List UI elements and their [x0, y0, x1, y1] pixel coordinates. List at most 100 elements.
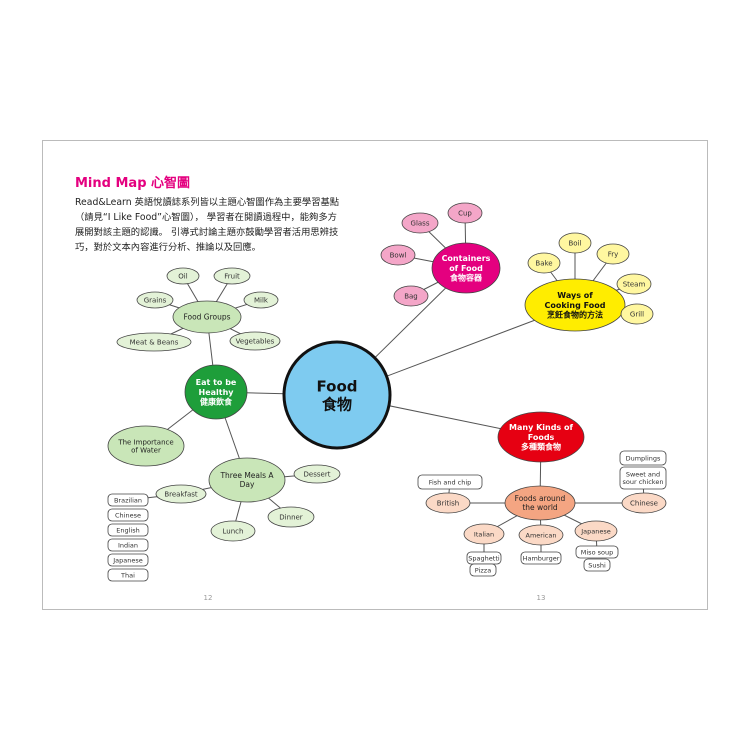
node-label: Food Groups: [183, 313, 230, 322]
node-label: 食物容器: [450, 272, 483, 282]
node-bubble: [155, 484, 207, 504]
node-indian: Indian: [107, 538, 149, 552]
node-label: Italian: [474, 530, 494, 538]
node-groups: Food Groups: [172, 300, 242, 334]
node-bubble: [172, 300, 242, 334]
node-bubble: [293, 464, 341, 484]
book-spread: [42, 140, 708, 610]
node-bubble: [596, 243, 630, 265]
node-label: Day: [240, 480, 255, 489]
node-label: the world: [522, 503, 558, 512]
node-bubble: [116, 332, 192, 352]
node-box: [107, 538, 149, 552]
node-box: [583, 558, 611, 572]
node-label: Dinner: [279, 513, 303, 521]
node-breakfast: Breakfast: [155, 484, 207, 504]
node-hamburger: Hamburger: [520, 551, 562, 565]
node-label: sour chicken: [623, 478, 664, 486]
node-label: Food: [317, 377, 358, 395]
node-box: [619, 466, 667, 490]
node-label: Many Kinds of: [509, 423, 573, 432]
node-bubble: [504, 485, 576, 521]
node-label: Healthy: [199, 388, 235, 397]
node-bubble: [558, 232, 592, 254]
node-dessert: Dessert: [293, 464, 341, 484]
node-brazilian: Brazilian: [107, 493, 149, 507]
node-label: Three Meals A: [219, 471, 274, 480]
node-pizza: Pizza: [469, 563, 497, 577]
node-label: Bowl: [390, 251, 407, 259]
node-label: Foods around: [515, 494, 566, 503]
node-bubble: [431, 242, 501, 294]
node-label: Japanese: [580, 527, 611, 535]
node-label: Fry: [608, 250, 619, 258]
node-label: 健康飲食: [200, 396, 233, 406]
node-oil: Oil: [166, 267, 200, 285]
node-label: Chinese: [630, 499, 658, 507]
node-bubble: [620, 303, 654, 325]
node-bubble: [425, 492, 471, 514]
node-bubble: [229, 331, 281, 351]
node-bubble: [208, 457, 286, 503]
node-bubble: [527, 252, 561, 274]
node-bubble: [401, 212, 439, 234]
node-label: Foods: [528, 433, 555, 442]
node-bubble: [166, 267, 200, 285]
node-label: Meat & Beans: [130, 338, 179, 346]
node-bubble: [393, 285, 429, 307]
node-label: American: [526, 531, 557, 539]
node-milk: Milk: [243, 291, 279, 309]
node-label: Grill: [630, 310, 644, 318]
node-glass: Glass: [401, 212, 439, 234]
node-label: British: [437, 499, 459, 507]
node-british: British: [425, 492, 471, 514]
node-label: Thai: [120, 571, 135, 579]
node-bubble: [616, 273, 652, 295]
node-bubble: [184, 364, 248, 420]
node-fruit: Fruit: [213, 267, 251, 285]
node-bake: Bake: [527, 252, 561, 274]
node-cup: Cup: [447, 202, 483, 224]
node-bubble: [243, 291, 279, 309]
node-box: [417, 474, 483, 490]
node-label: 食物: [322, 395, 352, 413]
node-bubble: [107, 425, 185, 467]
node-english: English: [107, 523, 149, 537]
node-label: Pizza: [475, 566, 491, 574]
node-box: [469, 563, 497, 577]
node-meat: Meat & Beans: [116, 332, 192, 352]
node-label: Ways of: [557, 291, 593, 300]
node-steam: Steam: [616, 273, 652, 295]
node-bubble: [210, 520, 256, 542]
node-american: American: [518, 524, 564, 546]
intro-paragraph: Read&Learn 英語悅讀誌系列皆以主題心智圖作為主要學習基點（請見“I L…: [75, 197, 340, 253]
node-label: of Water: [131, 447, 161, 455]
node-label: Cooking Food: [545, 301, 606, 310]
node-label: Indian: [118, 541, 138, 549]
node-bubble: [497, 411, 585, 463]
node-bubble: [518, 524, 564, 546]
node-dumplings: Dumplings: [619, 450, 667, 466]
node-label: Hamburger: [523, 554, 560, 562]
node-label: Milk: [254, 296, 269, 304]
node-boil: Boil: [558, 232, 592, 254]
node-bubble: [524, 278, 626, 332]
node-box: [575, 545, 619, 559]
node-box: [107, 508, 149, 522]
node-japanese_b: Japanese: [107, 553, 149, 567]
page-number: 13: [537, 594, 546, 602]
node-label: Boil: [569, 239, 582, 247]
node-label: Breakfast: [164, 490, 198, 498]
node-lunch: Lunch: [210, 520, 256, 542]
node-veg: Vegetables: [229, 331, 281, 351]
node-label: Chinese: [115, 511, 141, 519]
